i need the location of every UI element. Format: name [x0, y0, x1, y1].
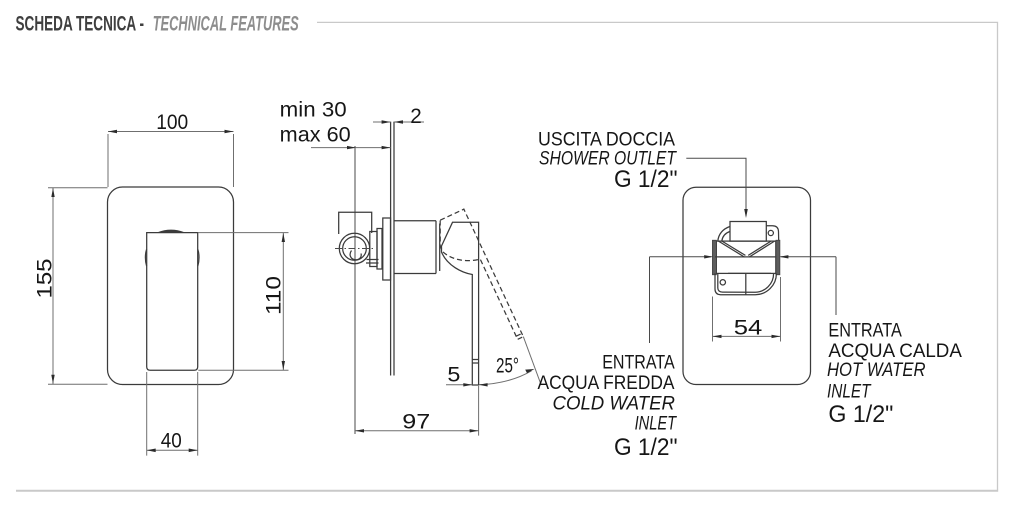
- svg-text:G 1/2": G 1/2": [828, 401, 893, 428]
- svg-text:SHOWER OUTLET: SHOWER OUTLET: [539, 148, 678, 170]
- svg-text:HOT WATER: HOT WATER: [827, 359, 926, 381]
- svg-text:ACQUA CALDA: ACQUA CALDA: [828, 340, 962, 362]
- svg-text:155: 155: [33, 258, 57, 298]
- svg-text:max 60: max 60: [280, 123, 351, 147]
- svg-text:ACQUA FREDDA: ACQUA FREDDA: [538, 372, 675, 394]
- svg-text:min 30: min 30: [280, 98, 347, 122]
- svg-text:G 1/2": G 1/2": [614, 434, 678, 461]
- svg-text:INLET: INLET: [827, 381, 872, 403]
- svg-text:TECHNICAL FEATURES: TECHNICAL FEATURES: [153, 13, 299, 36]
- svg-text:25°: 25°: [496, 354, 519, 378]
- svg-text:100: 100: [156, 110, 188, 134]
- svg-text:COLD WATER: COLD WATER: [553, 393, 676, 415]
- svg-text:SCHEDA TECNICA -: SCHEDA TECNICA -: [16, 13, 145, 36]
- svg-text:5: 5: [447, 362, 460, 386]
- svg-text:INLET: INLET: [635, 413, 678, 435]
- svg-text:54: 54: [734, 315, 763, 339]
- svg-text:2: 2: [410, 104, 422, 128]
- svg-text:G 1/2": G 1/2": [614, 166, 678, 193]
- svg-text:97: 97: [402, 410, 430, 434]
- svg-text:110: 110: [262, 276, 286, 315]
- svg-text:ENTRATA: ENTRATA: [828, 320, 902, 342]
- svg-text:USCITA DOCCIA: USCITA DOCCIA: [538, 129, 675, 151]
- svg-text:40: 40: [161, 429, 182, 453]
- svg-text:ENTRATA: ENTRATA: [602, 351, 675, 373]
